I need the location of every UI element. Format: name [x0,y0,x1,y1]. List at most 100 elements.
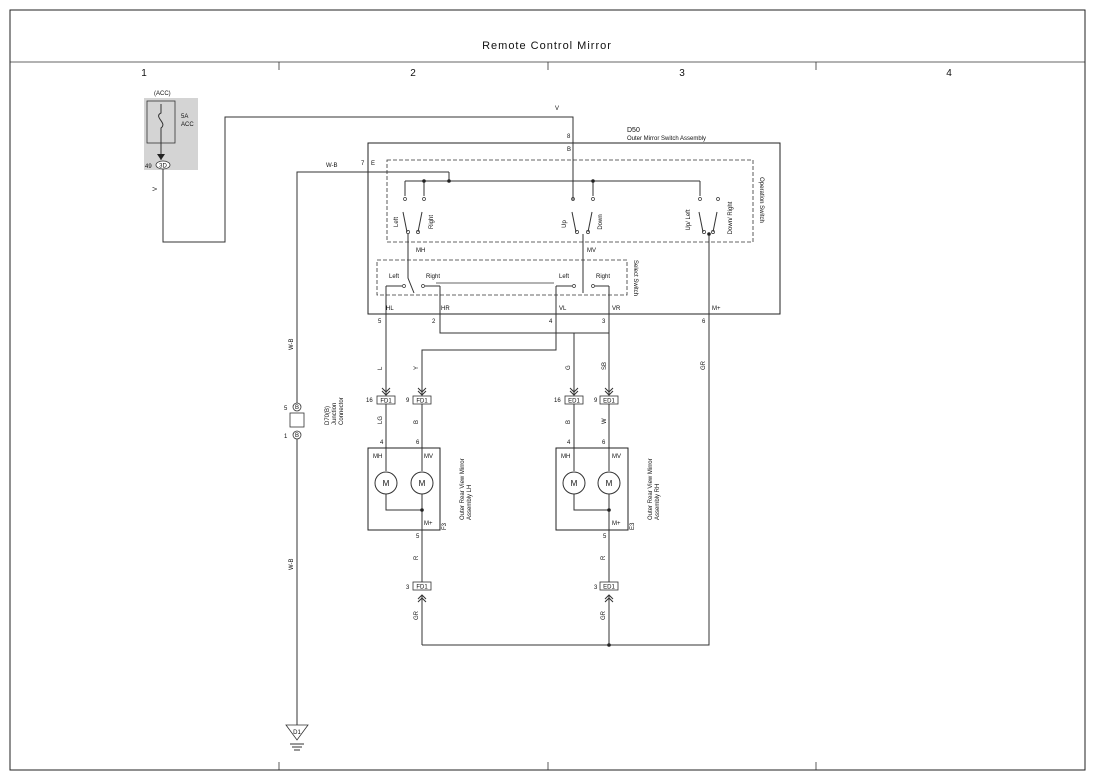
svg-text:B: B [414,420,420,424]
mirror-assembly-lh: MH MV M M M+ F3 Outer Rear View Mirror A… [367,447,473,531]
wire-w-b [296,171,373,403]
wire-label-v: V [555,106,559,112]
svg-text:LG: LG [378,416,384,424]
svg-text:B: B [295,405,299,411]
svg-text:4: 4 [567,440,571,446]
svg-text:5: 5 [416,534,420,540]
svg-text:16: 16 [554,398,561,404]
svg-text:49: 49 [145,164,152,170]
svg-text:FD1: FD1 [416,585,428,591]
svg-text:Operation Switch: Operation Switch [758,177,764,223]
svg-text:GR: GR [414,610,420,620]
column-label-2: 2 [410,68,416,79]
svg-text:Y: Y [414,366,420,370]
svg-text:Down: Down [598,214,604,229]
svg-text:D50: D50 [627,127,640,134]
svg-text:VR: VR [612,306,621,312]
svg-text:5A: 5A [181,114,188,120]
svg-text:3: 3 [594,585,598,591]
svg-text:G: G [566,365,572,370]
svg-text:R: R [601,555,607,560]
svg-text:Left: Left [389,274,399,280]
switch-assembly: D50 Outer Mirror Switch Assembly 8 B 7 E… [361,127,781,315]
wire-vl [421,314,557,396]
svg-text:Right: Right [429,215,435,229]
diagram-title: Remote Control Mirror [482,40,612,52]
svg-text:GR: GR [601,610,607,620]
svg-text:Select Switch: Select Switch [632,260,638,296]
svg-text:M: M [571,479,578,488]
svg-text:6: 6 [702,319,706,325]
svg-text:2: 2 [432,319,436,325]
svg-text:MH: MH [561,454,570,460]
column-label-1: 1 [141,68,147,79]
svg-text:9: 9 [406,398,410,404]
svg-text:M: M [606,479,613,488]
fuse-block: (ACC) 5A ACC 49 3D V [144,91,198,191]
svg-text:Assembly RH: Assembly RH [655,484,661,520]
svg-text:8: 8 [567,134,571,140]
svg-text:D70(B): D70(B) [325,406,331,425]
svg-text:3: 3 [406,585,410,591]
svg-text:(ACC): (ACC) [154,91,171,97]
svg-text:M: M [383,479,390,488]
svg-text:SB: SB [602,362,608,370]
svg-text:FD1: FD1 [416,399,428,405]
svg-text:3: 3 [602,319,606,325]
svg-text:ED1: ED1 [568,399,580,405]
svg-text:3D: 3D [159,164,167,170]
wire-mplus [422,314,710,646]
mirror-assembly-rh: MH MV M M M+ E3 Outer Rear View Mirror A… [555,447,661,531]
svg-text:1: 1 [284,434,288,440]
svg-text:ED1: ED1 [603,585,615,591]
svg-text:B: B [567,147,571,153]
svg-text:FD1: FD1 [380,399,392,405]
svg-text:Right: Right [426,274,440,280]
svg-text:16: 16 [366,398,373,404]
svg-text:4: 4 [549,319,553,325]
svg-text:9: 9 [594,398,598,404]
wire-hr [439,314,609,334]
svg-text:VL: VL [559,306,567,312]
svg-text:Up: Up [562,220,568,228]
svg-text:D1: D1 [293,730,301,736]
wire-v-supply [162,116,574,243]
svg-text:Right: Right [596,274,610,280]
svg-text:Junction: Junction [332,403,338,425]
svg-text:E: E [371,161,375,167]
svg-text:E3: E3 [630,522,636,530]
svg-text:B: B [566,420,572,424]
connector-fd1-lh-bottom: 3 FD1 [406,581,432,591]
svg-text:MH: MH [416,248,425,254]
svg-text:ED1: ED1 [603,399,615,405]
svg-text:MV: MV [424,454,433,460]
svg-text:Outer Rear View Mirror: Outer Rear View Mirror [648,458,654,520]
connector-ed1-rh-top: 16 ED1 9 ED1 [554,395,619,405]
svg-text:L: L [378,366,384,370]
svg-text:W-B: W-B [289,338,295,350]
svg-text:GR: GR [701,360,707,370]
svg-text:F3: F3 [442,522,448,530]
svg-text:R: R [414,555,420,560]
svg-text:7: 7 [361,161,365,167]
svg-text:HL: HL [386,306,394,312]
svg-text:W-B: W-B [289,558,295,570]
svg-text:M+: M+ [712,306,721,312]
svg-text:W-B: W-B [326,163,338,169]
svg-text:MH: MH [373,454,382,460]
svg-text:5: 5 [284,406,288,412]
svg-text:M: M [419,479,426,488]
svg-text:5: 5 [378,319,382,325]
svg-text:HR: HR [441,306,450,312]
junction-connector: 5 B 1 B D70(B) Junction Connector [284,397,345,440]
column-label-4: 4 [946,68,952,79]
svg-text:5: 5 [603,534,607,540]
svg-text:6: 6 [602,440,606,446]
svg-text:MV: MV [587,248,596,254]
svg-text:ACC: ACC [181,122,194,128]
svg-text:M+: M+ [612,521,621,527]
svg-text:Outer Mirror Switch Assembly: Outer Mirror Switch Assembly [627,136,706,142]
svg-text:6: 6 [416,440,420,446]
svg-text:Connector: Connector [339,397,345,425]
